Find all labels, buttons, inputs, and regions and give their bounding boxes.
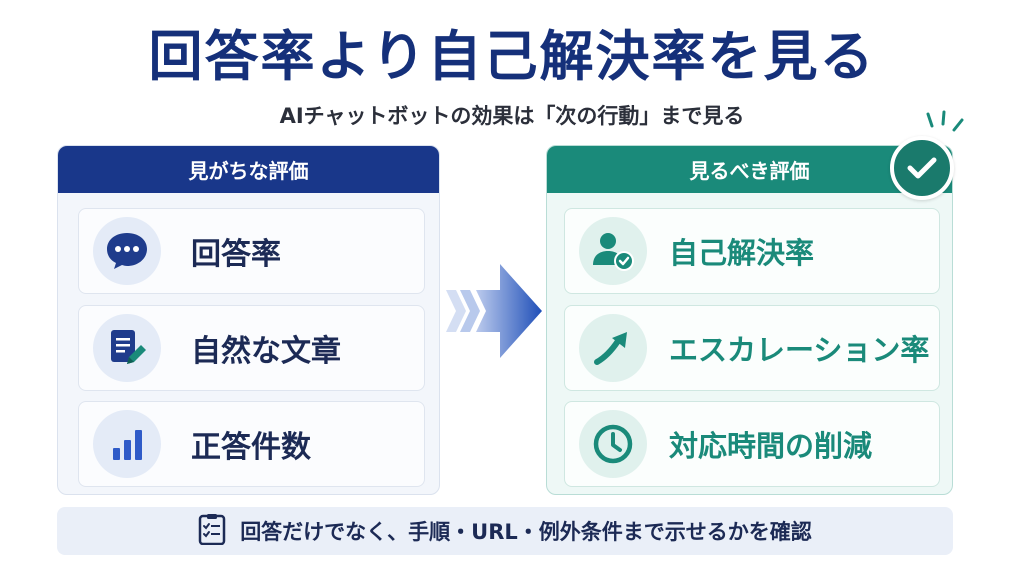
footer-text: 回答だけでなく、手順・URL・例外条件まで示せるかを確認 xyxy=(240,520,812,544)
card-self-resolution-rate: 自己解決率 xyxy=(564,208,940,294)
bar-chart-icon xyxy=(93,410,161,478)
card-response-time-reduction: 対応時間の削減 xyxy=(564,401,940,487)
clock-icon xyxy=(579,410,647,478)
checkmark-badge-icon xyxy=(890,136,954,200)
sparkle-lines-icon xyxy=(910,110,970,148)
trend-arrow-icon xyxy=(579,314,647,382)
chat-bubble-icon xyxy=(93,217,161,285)
card-label: 対応時間の削減 xyxy=(669,429,873,463)
checklist-icon xyxy=(198,513,226,549)
card-natural-text: 自然な文章 xyxy=(78,305,425,391)
card-correct-count: 正答件数 xyxy=(78,401,425,487)
common-evaluation-header: 見がちな評価 xyxy=(58,146,439,193)
document-pen-icon xyxy=(93,314,161,382)
card-label: エスカレーション率 xyxy=(669,333,930,367)
card-label: 自然な文章 xyxy=(191,334,341,369)
card-label: 正答件数 xyxy=(191,430,311,465)
recommended-evaluation-panel: 見るべき評価 自己解決率 エスカレーション率 xyxy=(546,145,953,495)
card-label: 回答率 xyxy=(191,237,281,272)
transition-arrow-icon xyxy=(442,262,546,364)
card-answer-rate: 回答率 xyxy=(78,208,425,294)
card-label: 自己解決率 xyxy=(669,236,815,270)
recommended-evaluation-header: 見るべき評価 xyxy=(547,146,952,193)
footer-note: 回答だけでなく、手順・URL・例外条件まで示せるかを確認 xyxy=(57,507,953,555)
common-evaluation-panel: 見がちな評価 回答率 自然な文章 xyxy=(57,145,440,495)
user-check-icon xyxy=(579,217,647,285)
page-title: 回答率より自己解決率を見る xyxy=(148,25,876,88)
page-subtitle: AIチャットボットの効果は「次の行動」まで見る xyxy=(279,104,745,128)
card-escalation-rate: エスカレーション率 xyxy=(564,305,940,391)
